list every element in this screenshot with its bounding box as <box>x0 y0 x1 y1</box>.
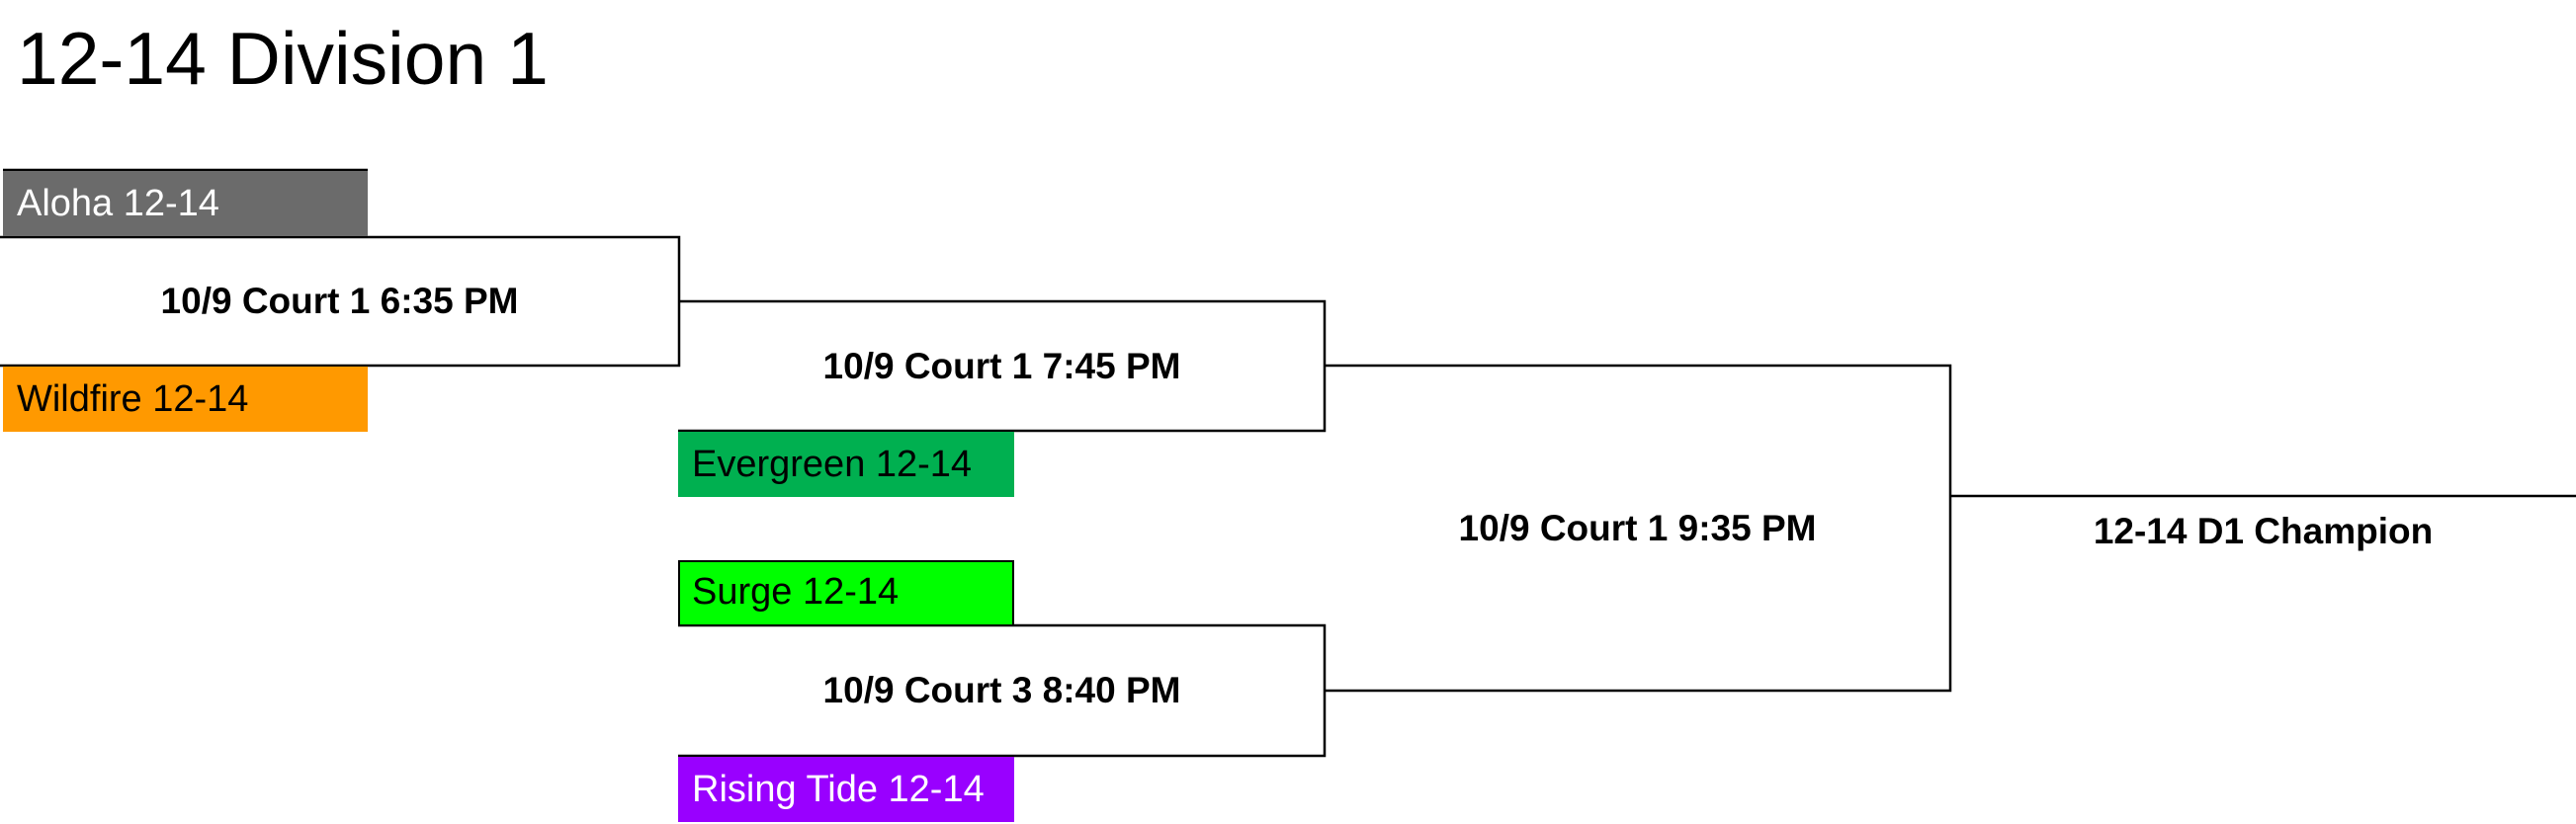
team-rising-tide-label: Rising Tide 12-14 <box>692 769 985 810</box>
team-surge-label: Surge 12-14 <box>692 571 900 613</box>
game2-label: 10/9 Court 1 7:45 PM <box>822 346 1181 386</box>
team-evergreen: Evergreen 12-14 <box>678 432 1014 497</box>
game3-label: 10/9 Court 3 8:40 PM <box>822 670 1181 710</box>
team-wildfire-label: Wildfire 12-14 <box>17 378 249 420</box>
final-bracket <box>1325 364 1952 693</box>
game1-label: 10/9 Court 1 6:35 PM <box>160 281 519 321</box>
team-aloha: Aloha 12-14 <box>3 171 368 236</box>
team-rising-tide: Rising Tide 12-14 <box>678 757 1014 822</box>
bracket-title: 12-14 Division 1 <box>17 17 549 100</box>
game4-label: 10/9 Court 1 9:35 PM <box>1458 508 1817 548</box>
team-surge: Surge 12-14 <box>678 560 1014 626</box>
team-aloha-label: Aloha 12-14 <box>17 183 219 224</box>
champion-label: 12-14 D1 Champion <box>2093 511 2434 551</box>
team-evergreen-label: Evergreen 12-14 <box>692 444 973 485</box>
team-wildfire: Wildfire 12-14 <box>3 367 368 432</box>
